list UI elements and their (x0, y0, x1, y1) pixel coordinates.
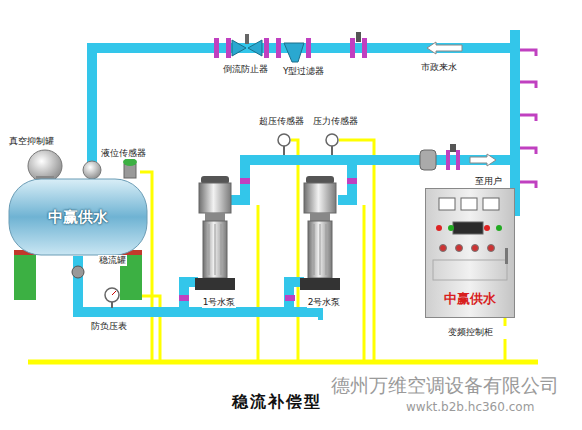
inlet-valve (179, 295, 189, 301)
part-label: 至用户 (474, 176, 503, 187)
part-label: 市政来水 (420, 62, 458, 73)
part-label: 防负压表 (90, 321, 128, 332)
flow-arrow (470, 154, 496, 166)
vacuum-suppressor (28, 150, 62, 182)
water-pipe (78, 256, 295, 312)
y-strainer (276, 38, 311, 62)
tank-valve (72, 266, 84, 278)
part-label: Y型过滤器 (282, 66, 326, 77)
pump (300, 176, 340, 290)
level-sensor (124, 164, 136, 178)
part-label: 液位传感器 (100, 148, 147, 159)
watermark: wwkt.b2b.hc360.com (405, 400, 535, 414)
pressure-sensor (278, 134, 338, 155)
control-cabinet: 中赢供水变频控制柜 (425, 188, 515, 340)
watermark: 德州万维空调设备有限公司 (330, 374, 560, 397)
check-valve (240, 178, 250, 184)
part-label: 真空抑制罐 (8, 136, 55, 147)
tap (520, 50, 536, 188)
backflow-preventer (214, 34, 269, 58)
cabinet-label: 变频控制柜 (425, 326, 515, 339)
gauge (105, 288, 119, 308)
water-pipe (78, 256, 190, 312)
check-valve (347, 178, 357, 184)
pump-label: 1号水泵 (202, 297, 237, 308)
part-label: 稳流罐 (98, 255, 127, 266)
pump: 1号水泵 (190, 170, 248, 308)
gate-valve (350, 32, 367, 58)
part-label: 压力传感器 (312, 116, 359, 127)
inlet-valve (285, 295, 295, 301)
caption: 稳流补偿型 (232, 392, 322, 413)
brand-text: 中赢供水 (48, 208, 108, 227)
tank: 中赢供水 (8, 178, 148, 256)
flow-arrow (427, 42, 462, 54)
outlet-valve (420, 144, 460, 170)
ball-valve (83, 161, 101, 179)
part-label: 倒流防止器 (222, 64, 269, 75)
pump: 2号水泵 (295, 170, 353, 308)
pump-label: 2号水泵 (307, 297, 342, 308)
brand-text: 中赢供水 (425, 290, 515, 308)
pump (195, 176, 235, 290)
part-label: 超压传感器 (258, 116, 305, 127)
